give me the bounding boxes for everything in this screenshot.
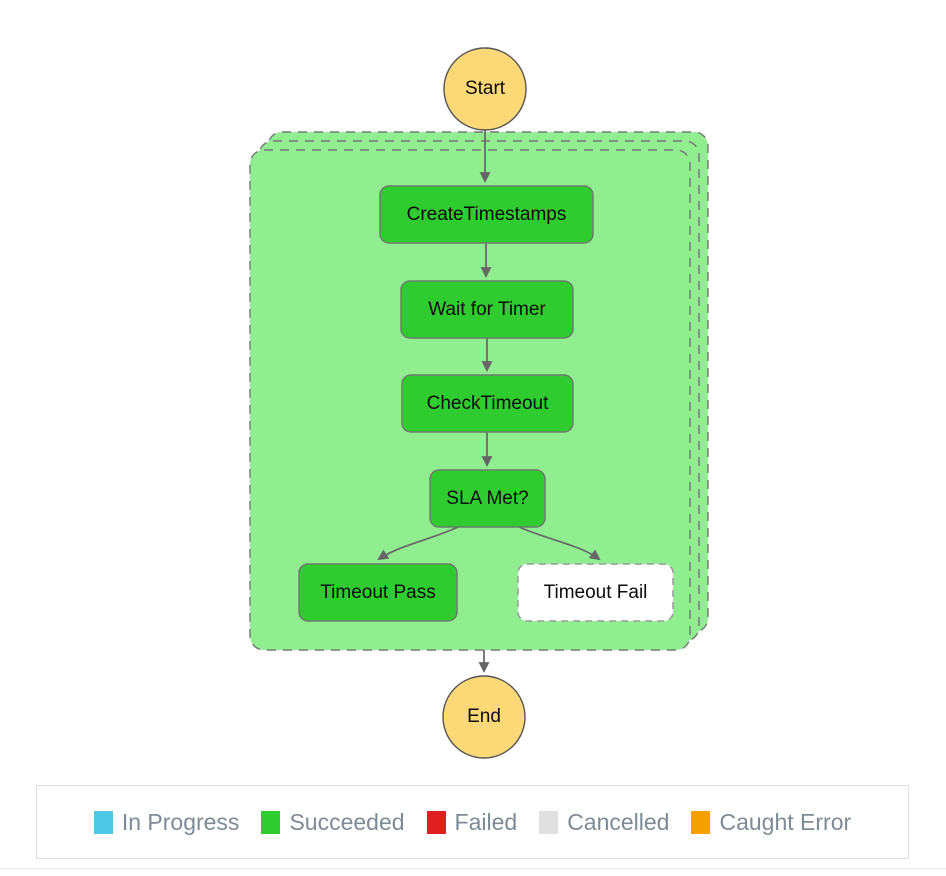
legend-item-cancelled[interactable]: Cancelled [539, 809, 669, 836]
status-legend: In Progress Succeeded Failed Cancelled C… [36, 785, 909, 859]
workflow-graph[interactable]: Start CreateTimestamps Wait for Timer Ch… [0, 0, 946, 770]
legend-swatch-succeeded [261, 810, 281, 834]
edge-sla-met-to-timeout-fail [518, 526, 601, 561]
legend-swatch-failed [426, 810, 446, 834]
legend-item-failed[interactable]: Failed [426, 808, 518, 836]
edge-sla-met-to-timeout-pass [377, 526, 459, 561]
graph-canvas [249, 47, 709, 759]
legend-item-caught-error[interactable]: Caught Error [691, 809, 851, 836]
node-wait-for-timer[interactable] [400, 280, 574, 339]
legend-label-succeeded: Succeeded [289, 808, 405, 835]
node-create-timestamps[interactable] [379, 185, 594, 244]
graph-edges [377, 130, 601, 674]
node-timeout-fail[interactable] [517, 563, 674, 622]
bottom-divider [0, 868, 946, 869]
legend-row: In Progress Succeeded Failed Cancelled C… [93, 808, 851, 836]
legend-item-succeeded[interactable]: Succeeded [261, 808, 405, 836]
legend-swatch-in-progress [93, 810, 113, 834]
node-sla-met[interactable] [429, 469, 546, 528]
node-timeout-pass[interactable] [298, 563, 458, 622]
legend-swatch-caught-error [691, 810, 711, 834]
legend-label-cancelled: Cancelled [567, 808, 670, 835]
legend-label-failed: Failed [454, 808, 518, 835]
end-node[interactable] [442, 675, 526, 759]
start-node[interactable] [443, 47, 527, 131]
legend-swatch-cancelled [539, 810, 559, 834]
legend-label-caught-error: Caught Error [719, 808, 852, 835]
node-check-timeout[interactable] [401, 374, 574, 433]
legend-item-in-progress[interactable]: In Progress [93, 808, 240, 836]
legend-label-in-progress: In Progress [121, 808, 240, 835]
